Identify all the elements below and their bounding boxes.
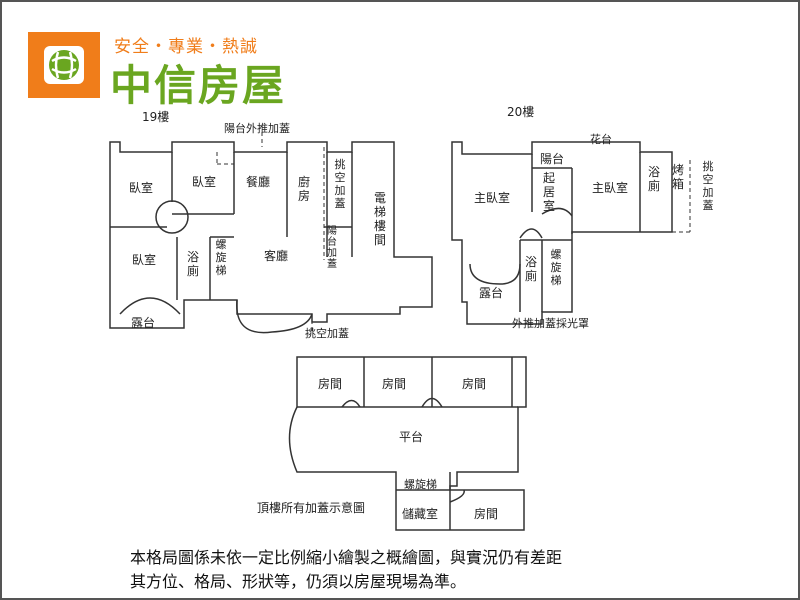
floor20-bath-a: 浴廁 <box>648 165 660 193</box>
roof-platform: 平台 <box>399 429 423 444</box>
roof-title: 頂樓所有加蓋示意圖 <box>257 500 365 515</box>
floor19-bath: 浴廁 <box>187 250 199 278</box>
floor19-terrace: 露台 <box>131 315 155 330</box>
floor20-spiral-stair: 螺旋梯 <box>551 248 562 287</box>
floor19-title: 19樓 <box>142 109 169 124</box>
floor19-living: 客廳 <box>264 248 288 263</box>
roof-room-d: 房間 <box>474 506 498 521</box>
floor19-bedroom-a: 臥室 <box>129 180 153 195</box>
floor19-walls <box>109 141 433 334</box>
roof-spiral-stair: 螺旋梯 <box>404 477 437 491</box>
floor20-garden: 花台 <box>590 132 612 146</box>
disclaimer-line-2: 其方位、格局、形狀等，仍須以房屋現場為準。 <box>130 572 467 591</box>
floor20-void-cover: 挑空加蓋 <box>703 159 714 212</box>
floor19-bedroom-c: 臥室 <box>132 252 156 267</box>
floor19-elevator-stair: 電梯樓間 <box>374 191 386 247</box>
brand-logo-icon <box>28 32 100 98</box>
floor20-master-b: 主臥室 <box>592 180 628 195</box>
floor20-walls <box>451 141 673 325</box>
floor19-spiral-stair: 螺旋梯 <box>216 238 227 277</box>
floor19-balcony-ext-note: 陽台外推加蓋 <box>224 121 290 135</box>
roof-room-b: 房間 <box>382 376 406 391</box>
floor20-master-a: 主臥室 <box>474 190 510 205</box>
floor20-title: 20樓 <box>507 104 534 119</box>
floor19-dashed <box>216 132 325 332</box>
floor20-bath-b: 浴廁 <box>525 255 537 283</box>
floor20-skylight-note: 外推加蓋採光罩 <box>512 316 589 330</box>
brand-slogan: 安全・專業・熱誠 <box>114 37 258 57</box>
roof-room-a: 房間 <box>318 376 342 391</box>
floor19-void-cover-right: 挑空加蓋 <box>335 157 346 210</box>
brand-logo <box>28 32 100 98</box>
floor20-terrace: 露台 <box>479 285 503 300</box>
floor20-sauna: 烤箱 <box>672 162 684 191</box>
disclaimer-line-1: 本格局圖係未依一定比例縮小繪製之概繪圖，與實況仍有差距 <box>130 548 563 567</box>
floor20-living-room: 起居室 <box>543 171 555 213</box>
roof-room-c: 房間 <box>462 376 486 391</box>
floor19-void-cover-bottom: 挑空加蓋 <box>305 326 349 340</box>
disclaimer: 本格局圖係未依一定比例縮小繪製之概繪圖，與實況仍有差距 其方位、格局、形狀等，仍… <box>130 546 780 594</box>
roof-storage: 儲藏室 <box>402 506 438 521</box>
floor19-bedroom-b: 臥室 <box>192 174 216 189</box>
floor19-balcony-cover: 陽台加蓋 <box>327 225 337 270</box>
floor19-kitchen: 廚房 <box>298 174 310 203</box>
floor20-balcony: 陽台 <box>540 151 564 166</box>
floor20-dashed <box>580 141 691 233</box>
roof-walls <box>288 356 527 531</box>
floor19-dining: 餐廳 <box>246 174 270 189</box>
brand-name: 中信房屋 <box>110 61 287 110</box>
